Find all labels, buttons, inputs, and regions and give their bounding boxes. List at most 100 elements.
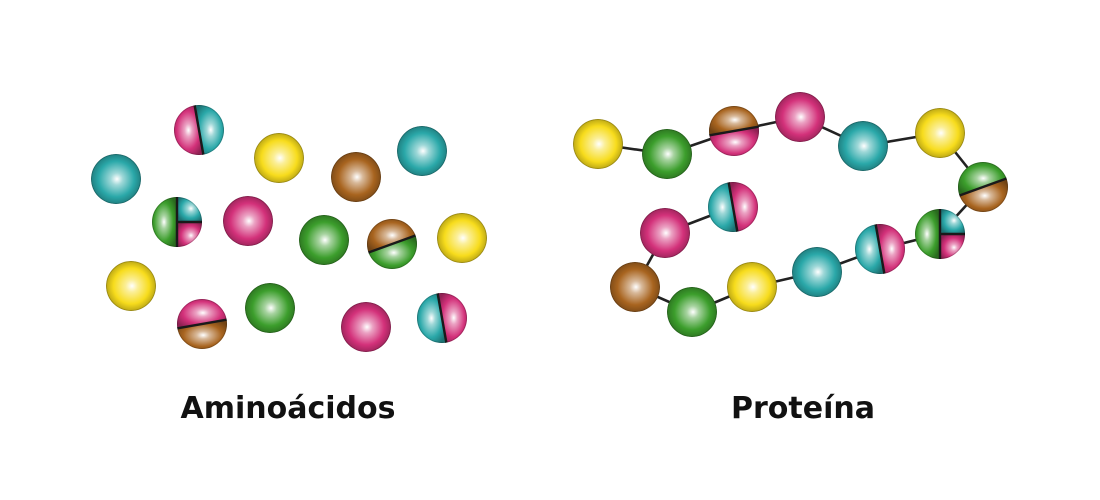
chain-residue-7 bbox=[855, 224, 905, 274]
amino-acid-outline bbox=[299, 215, 349, 265]
amino-acid-outline bbox=[610, 262, 660, 312]
amino-acid-fill bbox=[245, 283, 295, 333]
amino-acid-outline bbox=[437, 213, 487, 263]
amino-acid-outline bbox=[106, 261, 156, 311]
amino-acid-fill bbox=[437, 213, 487, 263]
amino-acid-outline bbox=[397, 126, 447, 176]
amino-acid-outline bbox=[667, 287, 717, 337]
amino-acid-fill bbox=[667, 287, 717, 337]
amino-acid-fill bbox=[254, 133, 304, 183]
amino-acid-fill bbox=[838, 121, 888, 171]
amino-acid-segment bbox=[177, 222, 202, 247]
amino-acids-panel bbox=[91, 105, 487, 352]
chain-residue-9 bbox=[958, 162, 1008, 212]
chain-residue-13 bbox=[709, 106, 759, 156]
amino-acid-outline bbox=[91, 154, 141, 204]
amino-acid-outline bbox=[915, 108, 965, 158]
amino-acid-15 bbox=[417, 293, 467, 343]
chain-residue-12 bbox=[775, 92, 825, 142]
amino-acid-fill bbox=[106, 261, 156, 311]
amino-acid-1 bbox=[174, 105, 224, 155]
chain-residue-4 bbox=[667, 287, 717, 337]
amino-acid-segment bbox=[958, 177, 1008, 212]
amino-acid-fill bbox=[775, 92, 825, 142]
chain-residue-10 bbox=[915, 108, 965, 158]
amino-acid-segment bbox=[177, 197, 202, 222]
protein-panel bbox=[573, 92, 1008, 337]
amino-acid-segment bbox=[958, 162, 1008, 197]
amino-acid-outline bbox=[775, 92, 825, 142]
chain-residue-5 bbox=[727, 262, 777, 312]
amino-acid-outline bbox=[708, 182, 758, 232]
amino-acid-segment bbox=[152, 197, 177, 247]
amino-acid-segment bbox=[367, 219, 417, 254]
amino-acid-outline bbox=[838, 121, 888, 171]
amino-acid-13 bbox=[245, 283, 295, 333]
amino-acid-fill bbox=[331, 152, 381, 202]
segment-divider bbox=[436, 293, 448, 343]
amino-acid-outline bbox=[642, 129, 692, 179]
segment-divider bbox=[368, 234, 416, 254]
amino-acid-fill bbox=[341, 302, 391, 352]
protein-caption: Proteína bbox=[731, 391, 875, 426]
amino-acid-fill bbox=[727, 262, 777, 312]
segment-divider bbox=[193, 105, 205, 155]
amino-acid-9 bbox=[367, 219, 417, 269]
amino-acid-4 bbox=[397, 126, 447, 176]
amino-acid-outline bbox=[367, 219, 417, 269]
amino-acid-outline bbox=[727, 262, 777, 312]
amino-acid-outline bbox=[417, 293, 467, 343]
chain-residue-8 bbox=[915, 209, 965, 259]
chain-residue-1 bbox=[708, 182, 758, 232]
amino-acid-outline bbox=[331, 152, 381, 202]
amino-acid-fill bbox=[91, 154, 141, 204]
amino-acid-5 bbox=[91, 154, 141, 204]
chain-residue-11 bbox=[838, 121, 888, 171]
amino-acid-outline bbox=[245, 283, 295, 333]
amino-acid-8 bbox=[299, 215, 349, 265]
amino-acid-2 bbox=[254, 133, 304, 183]
amino-acid-outline bbox=[341, 302, 391, 352]
amino-acid-outline bbox=[254, 133, 304, 183]
chain-residue-15 bbox=[573, 119, 623, 169]
amino-acid-outline bbox=[855, 224, 905, 274]
segment-divider bbox=[727, 182, 739, 232]
amino-acid-outline bbox=[174, 105, 224, 155]
amino-acid-fill bbox=[223, 196, 273, 246]
chain-residue-6 bbox=[792, 247, 842, 297]
amino-acid-7 bbox=[223, 196, 273, 246]
amino-acid-fill bbox=[915, 108, 965, 158]
amino-acid-fill bbox=[573, 119, 623, 169]
amino-acid-outline bbox=[573, 119, 623, 169]
segment-divider bbox=[959, 177, 1007, 197]
amino-acid-segment bbox=[915, 209, 940, 259]
chain-residue-3 bbox=[610, 262, 660, 312]
amino-acid-outline bbox=[915, 209, 965, 259]
amino-acid-6 bbox=[152, 197, 202, 247]
amino-acid-segment bbox=[367, 234, 417, 269]
amino-acid-11 bbox=[106, 261, 156, 311]
amino-acid-3 bbox=[331, 152, 381, 202]
amino-acid-fill bbox=[640, 208, 690, 258]
amino-acid-outline bbox=[152, 197, 202, 247]
amino-acid-fill bbox=[642, 129, 692, 179]
segment-divider bbox=[177, 318, 227, 330]
segment-divider bbox=[874, 224, 886, 274]
chain-residue-2 bbox=[640, 208, 690, 258]
amino-acids-caption: Aminoácidos bbox=[181, 391, 396, 426]
amino-acid-fill bbox=[792, 247, 842, 297]
amino-acid-fill bbox=[610, 262, 660, 312]
amino-acid-outline bbox=[958, 162, 1008, 212]
amino-acid-segment bbox=[940, 209, 965, 234]
amino-acid-outline bbox=[640, 208, 690, 258]
segment-divider bbox=[709, 125, 759, 137]
amino-acid-10 bbox=[437, 213, 487, 263]
protein-chain bbox=[573, 92, 1008, 337]
amino-acid-fill bbox=[397, 126, 447, 176]
chain-residue-14 bbox=[642, 129, 692, 179]
amino-acid-outline bbox=[792, 247, 842, 297]
amino-acid-outline bbox=[709, 106, 759, 156]
amino-acid-fill bbox=[299, 215, 349, 265]
amino-acid-outline bbox=[177, 299, 227, 349]
